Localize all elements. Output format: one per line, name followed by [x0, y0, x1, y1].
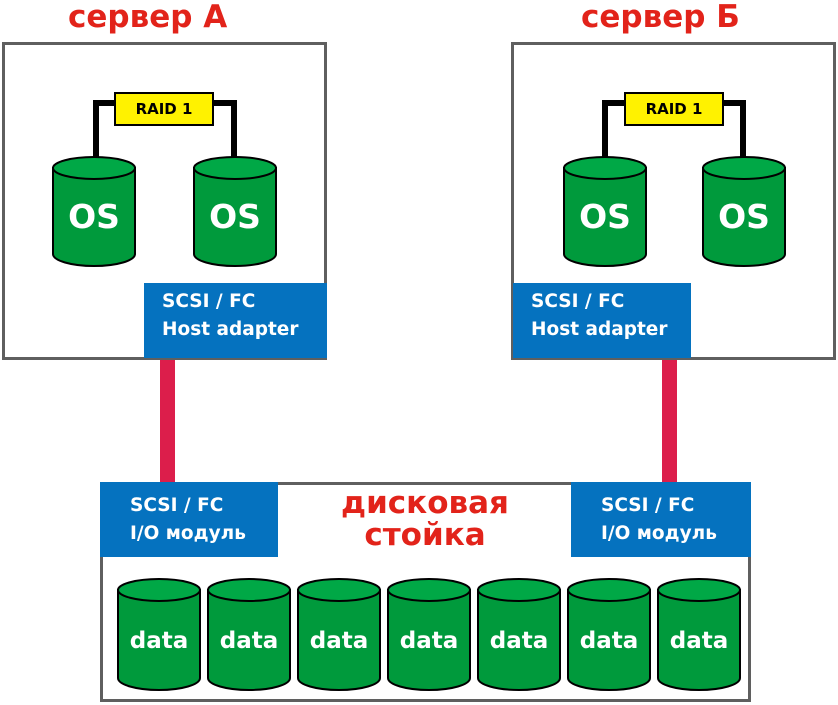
server-b-os-disk-1-label: OS — [579, 197, 631, 236]
link-server-b-to-storage — [662, 360, 677, 484]
server-b-adapter-line2: Host adapter — [531, 319, 668, 340]
storage-title: дисковая стойка — [290, 487, 560, 551]
server-a-os-disk-1-label: OS — [68, 197, 120, 236]
io-left-line1: SCSI / FC — [130, 495, 224, 516]
server-a-os-disk-1: OS — [52, 156, 136, 267]
data-disk-7-label: data — [670, 628, 729, 654]
server-a-adapter-line2: Host adapter — [162, 319, 299, 340]
server-a-os-disk-2-label: OS — [209, 197, 261, 236]
data-disk-4-label: data — [400, 628, 459, 654]
data-disk-5-label: data — [490, 628, 549, 654]
io-left-line2: I/O модуль — [130, 523, 246, 544]
server-a-adapter-line1: SCSI / FC — [162, 291, 256, 312]
server-b-host-adapter: SCSI / FC Host adapter — [513, 283, 691, 358]
server-b-raid-wire-left — [602, 100, 608, 158]
data-disk-1: data — [117, 578, 201, 691]
data-disk-4: data — [387, 578, 471, 691]
storage-io-module-left: SCSI / FC I/O модуль — [100, 482, 278, 557]
server-b-os-disk-2: OS — [702, 156, 786, 267]
server-b-raid-label: RAID 1 — [624, 92, 724, 126]
server-a-host-adapter: SCSI / FC Host adapter — [144, 283, 327, 358]
server-b-os-disk-1: OS — [563, 156, 647, 267]
data-disk-2: data — [207, 578, 291, 691]
data-disk-6: data — [567, 578, 651, 691]
data-disk-7: data — [657, 578, 741, 691]
server-b-title: сервер Б — [581, 0, 740, 35]
storage-title-line2: стойка — [364, 517, 486, 553]
server-a-os-disk-2: OS — [193, 156, 277, 267]
link-server-a-to-storage — [160, 360, 175, 484]
data-disk-5: data — [477, 578, 561, 691]
storage-io-module-right: SCSI / FC I/O модуль — [571, 482, 751, 557]
data-disk-3-label: data — [310, 628, 369, 654]
io-right-line1: SCSI / FC — [601, 495, 695, 516]
server-b-os-disk-2-label: OS — [718, 197, 770, 236]
data-disk-1-label: data — [130, 628, 189, 654]
io-right-line2: I/O модуль — [601, 523, 717, 544]
server-a-raid-link-right — [231, 100, 237, 158]
server-b-raid-wire-right — [740, 100, 746, 158]
storage-title-line1: дисковая — [341, 485, 509, 521]
server-a-raid-wire-left — [93, 100, 99, 158]
data-disk-6-label: data — [580, 628, 639, 654]
data-disk-3: data — [297, 578, 381, 691]
server-b-adapter-line1: SCSI / FC — [531, 291, 625, 312]
server-a-raid-label: RAID 1 — [114, 92, 214, 126]
server-a-title: сервер А — [68, 0, 228, 35]
data-disk-2-label: data — [220, 628, 279, 654]
